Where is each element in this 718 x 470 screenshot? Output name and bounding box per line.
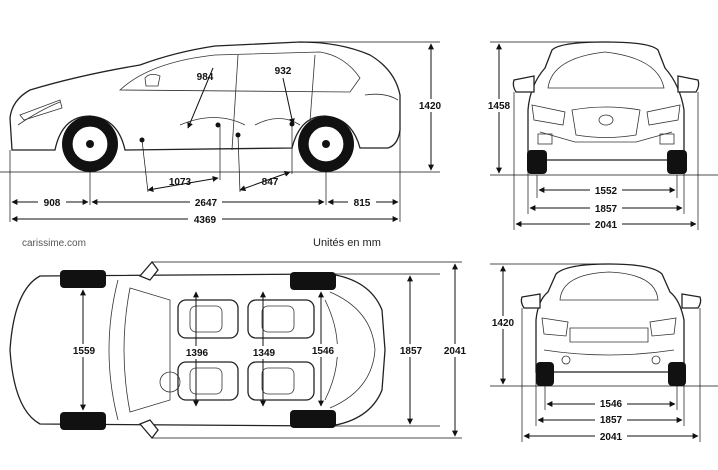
side-front-wheel (62, 116, 118, 172)
steering-wheel-icon (159, 371, 181, 393)
rear-left-tyre (536, 362, 554, 386)
top-rear-shoulder: 1349 (253, 348, 276, 359)
front-track: 1552 (595, 186, 618, 197)
top-left-mirror (138, 260, 159, 281)
top-front-seat-right (177, 361, 239, 401)
side-view-car (9, 41, 401, 172)
front-right-tyre (667, 150, 687, 174)
front-body-width: 1857 (595, 204, 618, 215)
side-view-dimension-lines (0, 41, 440, 222)
top-front-track-inner: 1559 (73, 346, 96, 357)
front-height: 1458 (488, 101, 511, 112)
rear-width-with-mirrors: 2041 (600, 432, 623, 443)
side-rear-seat-spacing: 847 (262, 177, 279, 188)
units-note: Unités en mm (313, 237, 381, 249)
rear-height: 1420 (492, 318, 515, 329)
front-width-with-mirrors: 2041 (595, 220, 618, 231)
top-front-left-tyre (60, 270, 106, 288)
top-right-mirror (138, 419, 159, 440)
top-body-width: 1857 (400, 346, 423, 357)
front-left-tyre (527, 150, 547, 174)
rear-view-car (520, 263, 702, 386)
rear-body-width: 1857 (600, 415, 623, 426)
rear-track: 1546 (600, 399, 623, 410)
side-height: 1420 (419, 101, 442, 112)
side-front-overhang: 908 (44, 198, 61, 209)
top-rear-right-tyre (290, 410, 336, 428)
top-rear-left-tyre (290, 272, 336, 290)
top-front-right-tyre (60, 412, 106, 430)
side-rear-wheel (298, 116, 354, 172)
brand-watermark: carissime.com (22, 238, 86, 249)
front-view-car (512, 41, 700, 174)
top-view-dimension-lines (80, 261, 462, 439)
side-rear-legroom: 932 (275, 66, 292, 77)
top-width-with-mirrors: 2041 (444, 346, 467, 357)
top-front-seat-left (177, 299, 239, 339)
top-rear-seat-right (247, 361, 315, 401)
top-front-shoulder: 1396 (186, 348, 209, 359)
side-wheelbase: 2647 (195, 198, 218, 209)
side-front-legroom: 984 (197, 72, 214, 83)
side-rear-overhang: 815 (354, 198, 371, 209)
side-front-seat-to-axle: 1073 (169, 177, 192, 188)
rear-right-tyre (668, 362, 686, 386)
top-rear-seat-left (247, 299, 315, 339)
side-overall-length: 4369 (194, 215, 217, 226)
top-rear-track-inner: 1546 (312, 346, 335, 357)
